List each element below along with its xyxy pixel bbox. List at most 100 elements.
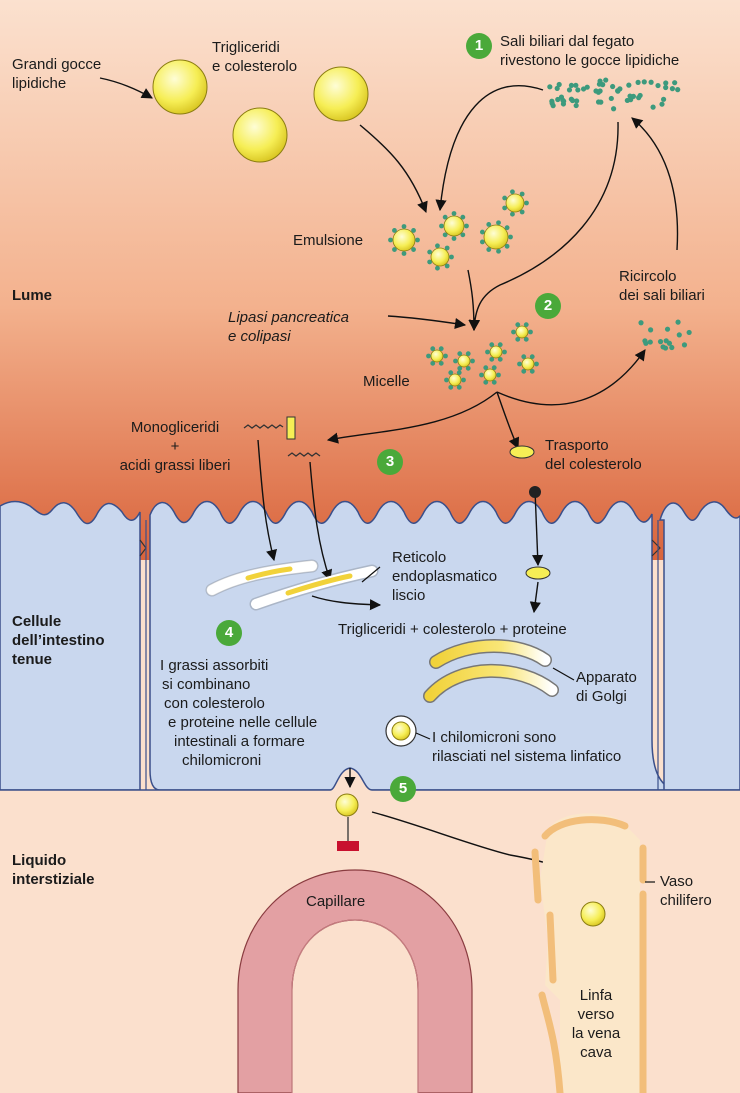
label-line: tenue [12, 651, 53, 668]
label-line: dei sali biliari [619, 287, 705, 304]
leader-lines [361, 566, 655, 883]
label-lacteal: Vaso chilifero [660, 872, 712, 910]
label-line: Monogliceridi [130, 419, 220, 436]
bile-salt-dot [655, 82, 661, 89]
label-line: lipidiche [12, 75, 67, 92]
label-large-lipid-droplets: Grandi gocce lipidiche [12, 55, 101, 93]
label-line: Grandi gocce [12, 56, 102, 73]
bile-salt-dot [676, 332, 682, 338]
bile-salt-dot [573, 82, 579, 88]
bile-salt-dot [675, 319, 681, 325]
label-triglycerides-cholesterol: Trigliceridi e colesterolo [212, 38, 297, 76]
label-line: e colipasi [228, 328, 291, 345]
bile-salt-dot [580, 86, 587, 92]
bile-salt-dot [575, 87, 581, 93]
bile-salt-dot [573, 102, 579, 109]
label-line: del colesterolo [545, 456, 642, 473]
label-line: Apparato [576, 669, 637, 686]
label-line: Liquido [12, 852, 67, 869]
step-3-badge: 3 [377, 449, 403, 475]
emulsion-droplet [388, 224, 420, 256]
bile-salt-dot [574, 98, 580, 104]
step-2-badge: 2 [535, 293, 561, 319]
bile-salt-dot [608, 95, 614, 102]
label-cholesterol-transport: Trasporto del colesterolo [545, 436, 642, 474]
bile-salt-dot [556, 81, 562, 88]
label-line: Vaso [660, 873, 694, 890]
bile-salt-dot [660, 344, 666, 350]
label-bile-salts: Sali biliari dal fegato rivestono le goc… [500, 32, 679, 70]
micelle [426, 346, 448, 366]
label-line: Reticolo [392, 549, 447, 566]
bile-salt-dot [650, 104, 656, 110]
released-chylomicron-icon [335, 793, 359, 817]
emulsion-droplets [388, 189, 529, 271]
bile-salt-dot [626, 82, 632, 88]
label-micelles: Micelle [363, 373, 410, 390]
monoglyceride-icon [243, 416, 296, 440]
cholesterol-in-cell-icon [525, 566, 551, 580]
label-chylomicrons-released: I chilomicroni sono rilasciati nel siste… [432, 728, 621, 766]
emulsion-droplet [479, 220, 513, 254]
label-line: cava [580, 1044, 612, 1061]
capillary-vessel [237, 869, 473, 1093]
label-emulsion: Emulsione [293, 232, 364, 249]
intestinal-cells [0, 500, 740, 800]
bile-salt-dot [642, 338, 648, 344]
bile-salt-dot [666, 340, 673, 346]
lymph-chylomicron-icon [580, 901, 606, 927]
label-line: Sali biliari dal fegato [500, 33, 635, 50]
label-line: I chilomicroni sono [432, 729, 557, 746]
label-tg-cholesterol-proteins: Trigliceridi + colesterolo + proteine [338, 621, 567, 638]
label-line: verso [577, 1006, 615, 1023]
bile-salt-dot [663, 84, 669, 91]
label-line: interstiziale [12, 871, 95, 888]
bile-salt-dot [568, 82, 575, 89]
label-line: rivestono le gocce lipidiche [500, 52, 680, 69]
bile-salt-dot [657, 339, 664, 345]
label-line: rilasciati nel sistema linfatico [432, 748, 622, 765]
bile-salt-dot [648, 327, 654, 333]
label-absorbed-fats: I grassi assorbiti si combinano con cole… [160, 656, 317, 770]
bile-salt-dot [630, 93, 637, 99]
cholesterol-transport-icon [509, 445, 535, 459]
label-line: endoplasmatico [392, 568, 498, 585]
bile-salt-dot [664, 326, 671, 332]
bile-salt-dot [669, 344, 675, 351]
bile-salt-dot [554, 85, 560, 92]
label-line: dell’intestino [12, 632, 105, 649]
micelle [444, 370, 466, 390]
label-lumen: Lume [12, 287, 53, 304]
label-line: Cellule [12, 613, 62, 630]
label-line: Linfa [579, 987, 613, 1004]
large-lipid-droplets [152, 59, 369, 163]
emulsion-droplet [502, 189, 529, 217]
bile-salt-dot [681, 342, 688, 348]
golgi-apparatus-icon [423, 639, 559, 703]
label-smooth-er: Reticolo endoplasmatico liscio [392, 548, 497, 605]
capillary-barrier-icon [337, 841, 359, 851]
micelle [485, 342, 507, 362]
label-line: Trasporto [545, 437, 609, 454]
label-interstitial-fluid: Liquido interstiziale [12, 851, 95, 889]
label-monoglycerides: Monogliceridi + acidi grassi liberi [100, 418, 250, 475]
fatty-acid-icon [287, 452, 321, 457]
emulsion-droplet [427, 243, 454, 271]
label-line: di Golgi [576, 688, 627, 705]
bile-salt-dot [603, 77, 609, 83]
bile-salt-dot [635, 79, 641, 85]
bile-salt-dot [686, 329, 692, 336]
bile-salt-dot [615, 88, 621, 94]
bile-salt-dot [547, 84, 553, 90]
bile-salt-dot [598, 99, 604, 105]
bile-salt-dot [636, 95, 642, 101]
transporter-protein-icon [529, 486, 541, 498]
bile-salt-dot [597, 78, 603, 84]
emulsion-droplet [439, 211, 469, 241]
bile-salt-dot [568, 96, 574, 102]
chylomicron-icon [391, 721, 411, 741]
label-line: Ricircolo [619, 268, 677, 285]
bile-salt-dot [555, 96, 561, 103]
step-1-badge: 1 [466, 33, 492, 59]
